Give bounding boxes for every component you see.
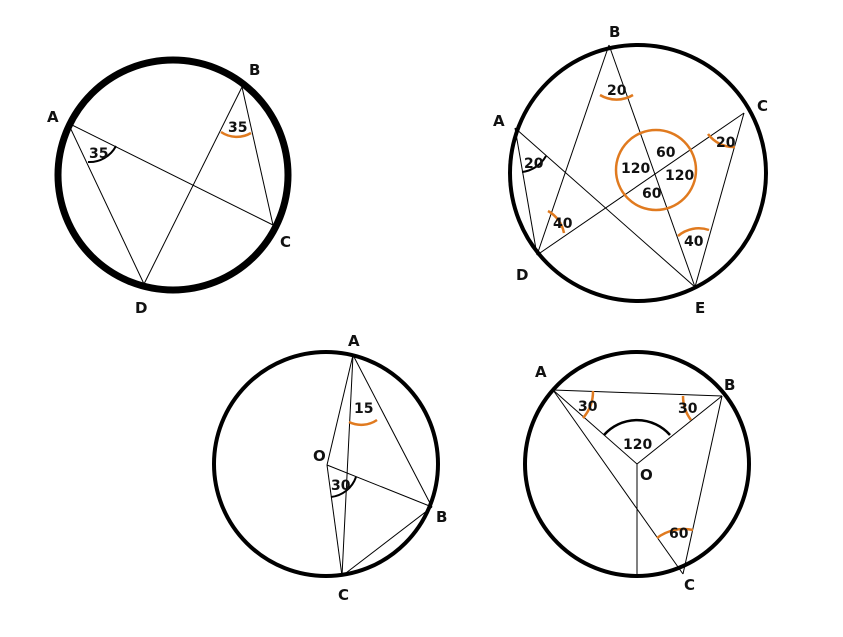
angle-arc-o [603, 418, 671, 436]
angle-label: 120 [665, 168, 694, 184]
chord-bc [682, 395, 723, 575]
point-label-c: C [684, 576, 695, 594]
radius-oa [326, 354, 354, 466]
angle-arc-c [706, 133, 736, 149]
chord-bc [241, 86, 274, 226]
radius-ob [636, 395, 723, 465]
circle-1 [54, 56, 292, 294]
chord-ac [552, 389, 684, 575]
figure-1: 35 35 A B C D [47, 56, 292, 317]
point-label-b: B [249, 61, 260, 79]
angle-label: 15 [354, 401, 373, 417]
angle-arc-a [521, 155, 547, 173]
chord-ac [67, 122, 274, 226]
chord-ad [514, 127, 538, 256]
angle-arc-d [547, 209, 566, 234]
chord-ce [694, 112, 745, 288]
chord-ca [341, 354, 354, 577]
point-label-d: D [516, 266, 528, 284]
chord-cb [341, 506, 433, 577]
point-label-c: C [338, 586, 349, 604]
point-label-a: A [47, 108, 59, 126]
angle-label: 35 [89, 146, 108, 162]
figure-2: 20 20 20 40 40 120 60 120 60 A B C D E [493, 23, 768, 317]
point-label-o: O [640, 466, 653, 484]
angle-label: 30 [331, 478, 351, 494]
angle-label: 35 [228, 120, 247, 136]
angle-label: 20 [607, 83, 627, 99]
angle-arc-b [220, 130, 252, 139]
angle-arc-a [87, 145, 117, 164]
angle-label: 20 [716, 135, 736, 151]
angle-label: 120 [623, 437, 652, 453]
chord-ab [552, 389, 723, 397]
angle-arc-a [348, 418, 378, 427]
angle-label: 30 [578, 399, 598, 415]
radius-oc [326, 464, 343, 577]
point-label-b: B [724, 376, 735, 394]
chord-ad [67, 122, 145, 285]
point-label-a: A [493, 112, 505, 130]
point-label-a: A [348, 332, 360, 350]
chord-ab [352, 354, 433, 508]
angle-label: 60 [656, 145, 676, 161]
angle-arc-b [681, 395, 693, 421]
figure-4: 30 30 120 60 A B O C [523, 350, 751, 594]
angle-arc-o [330, 476, 357, 498]
angle-label: 20 [524, 156, 544, 172]
radius-oa [552, 389, 638, 465]
point-label-d: D [135, 299, 147, 317]
angle-label: 60 [642, 186, 662, 202]
radius-ob [326, 464, 433, 508]
chord-be [608, 44, 696, 288]
angle-arc-b [599, 93, 634, 101]
angle-arc-c [656, 527, 694, 540]
center-angle-circle [614, 128, 698, 212]
angle-label: 40 [684, 234, 704, 250]
point-label-c: C [280, 233, 291, 251]
angle-arc-e [677, 227, 710, 237]
chord-ae [514, 127, 696, 288]
angle-label: 40 [553, 216, 573, 232]
point-label-b: B [609, 23, 620, 41]
chord-bd [143, 86, 243, 285]
point-label-a: A [535, 363, 547, 381]
point-label-b: B [436, 508, 447, 526]
chord-bd [536, 44, 610, 256]
point-label-o: O [313, 447, 326, 465]
figure-3: 15 30 A O B C [212, 332, 447, 604]
angle-label: 120 [621, 161, 650, 177]
angle-arc-a [582, 390, 595, 419]
circle-2 [508, 43, 768, 303]
point-label-e: E [695, 299, 705, 317]
angle-label: 60 [669, 526, 689, 542]
point-label-c: C [757, 97, 768, 115]
circle-3 [212, 350, 440, 578]
angle-label: 30 [678, 401, 698, 417]
